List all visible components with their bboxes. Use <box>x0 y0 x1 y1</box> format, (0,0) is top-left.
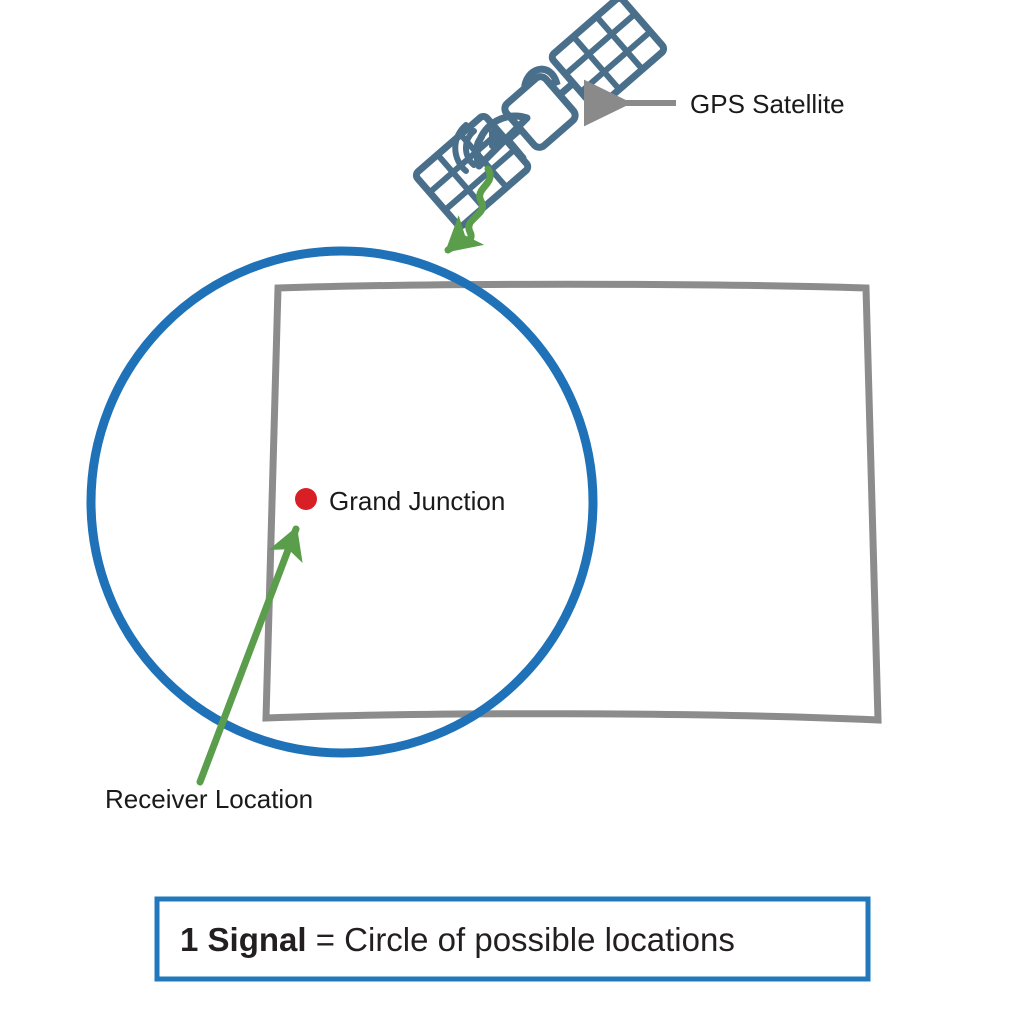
signal-wave-arc-3 <box>452 122 469 174</box>
dish-dome <box>473 112 531 170</box>
receiver-location-label: Receiver Location <box>105 784 313 814</box>
dish-feed-horn <box>489 129 502 149</box>
arrow-up-right-icon <box>196 525 303 786</box>
satellite-antenna-mount <box>521 65 561 89</box>
satellite-right-panel <box>548 0 668 111</box>
red-dot-marker-icon <box>295 488 317 510</box>
signal-wave-arc-2 <box>462 128 477 168</box>
satellite-dish-icon <box>473 112 531 170</box>
caption-box-border <box>154 896 871 982</box>
signal-wave-arc-1 <box>473 134 485 162</box>
satellite-icon <box>412 0 668 230</box>
caption-text: 1 Signal = Circle of possible locations <box>180 921 735 958</box>
satellite-right-panel-grid-v2 <box>594 14 645 72</box>
grand-junction-label: Grand Junction <box>329 486 505 516</box>
satellite-left-panel-grid-v1 <box>435 152 486 210</box>
wavy-arrow-down-icon <box>444 165 494 254</box>
satellite-left-panel-grid-h1 <box>427 129 502 195</box>
caption-rest: = Circle of possible locations <box>307 921 735 958</box>
dish-feed-arm <box>504 136 527 162</box>
signal-range-circle <box>86 246 598 758</box>
caption-box: 1 Signal = Circle of possible locations <box>154 896 871 982</box>
satellite-left-panel-grid-h2 <box>443 147 517 213</box>
satellite-right-panel-grid-h1 <box>563 11 637 77</box>
gps-satellite-label: GPS Satellite <box>690 89 845 119</box>
signal-wave-icon <box>452 122 485 174</box>
possible-locations-circle <box>86 246 598 758</box>
caption-emphasis: 1 Signal <box>180 921 307 958</box>
